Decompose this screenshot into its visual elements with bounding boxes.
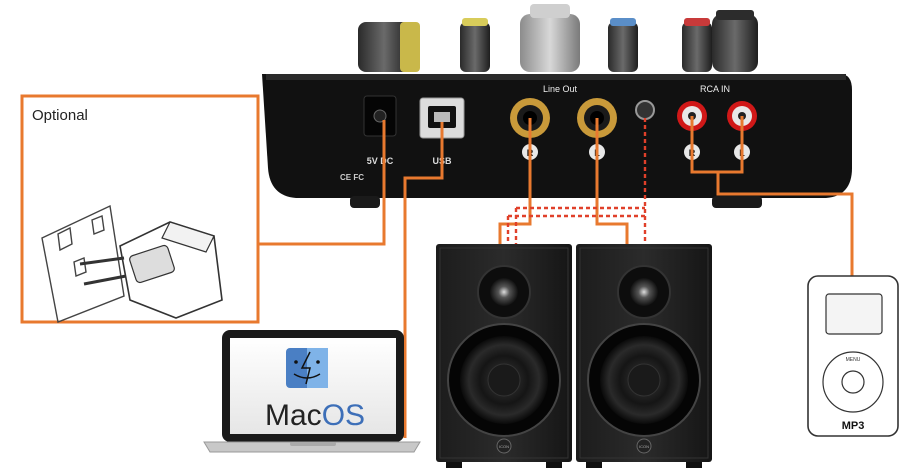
speaker-left: ICON: [576, 244, 712, 468]
laptop-brand-prefix: Mac: [265, 399, 322, 432]
speaker-brand-left: ICON: [639, 444, 649, 449]
compliance-marks: CE FC: [340, 173, 364, 182]
mp3-menu-label: MENU: [846, 357, 861, 363]
audio-interface: 5V DC USB CE FC Line Out R L RCA IN: [262, 74, 852, 208]
laptop-brand-suffix: OS: [322, 399, 365, 432]
speaker-brand-right: ICON: [499, 444, 509, 449]
mp3-label: MP3: [842, 420, 865, 432]
mac-laptop: MacOS: [203, 330, 421, 453]
interface-knobs: [358, 4, 758, 72]
optional-power-box: Optional: [20, 94, 260, 324]
wall-outlet-icon: [41, 204, 125, 323]
headphone-jack[interactable]: [635, 100, 655, 120]
speaker-right: ICON: [436, 244, 572, 468]
dashed-link-cables: [506, 118, 647, 244]
optional-label: Optional: [32, 107, 88, 124]
line-out-label: Line Out: [543, 84, 578, 94]
svg-text:MacOS: MacOS: [265, 399, 365, 432]
power-label: 5V DC: [367, 156, 394, 166]
power-adapter-icon: [79, 221, 223, 319]
rca-in-label: RCA IN: [700, 84, 730, 94]
mp3-player: MENU MP3: [807, 275, 899, 437]
mac-finder-icon: [286, 348, 328, 388]
